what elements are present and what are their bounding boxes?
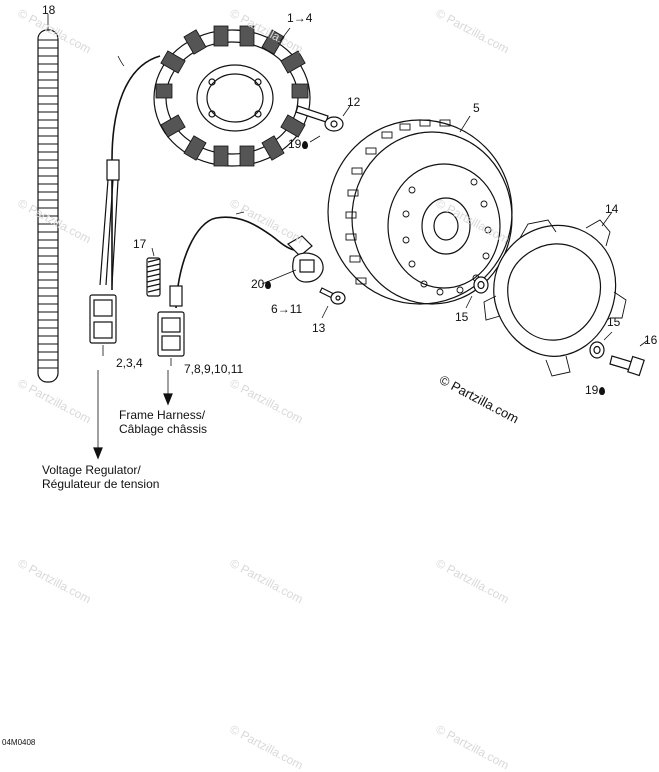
bolt-part-12 [295,105,351,143]
screw-part-13 [319,287,346,319]
callout-13: 13 [312,321,326,335]
callout-7-to-11: 7,8,9,10,11 [184,362,244,376]
ring-part-14 [483,211,627,377]
callout-1-to-4: 1→4 [287,12,312,25]
callout-6-to-11-start: 6 [271,302,278,316]
bolt-part-16 [609,339,649,377]
callout-18: 18 [42,3,56,17]
conduit-part-18 [37,14,59,383]
oil-drop-icon [302,141,309,149]
callout-2-3-4: 2,3,4 [116,356,143,370]
callout-19-b-text: 19 [585,383,599,397]
drawing-code: 04M0408 [2,738,36,747]
callout-19-b: 19 [585,383,606,397]
voltage-regulator-note: Voltage Regulator/ Régulateur de tension [42,463,159,491]
exploded-view-drawing [37,14,649,460]
washer-part-15-a [465,276,489,309]
trigger-coil-harness [157,211,324,406]
flywheel-part-5 [327,115,513,305]
arrow-glyph: → [277,302,290,316]
oil-drop-icon [599,387,606,395]
frame-harness-note: Frame Harness/ Câblage châssis [119,408,207,436]
stator-wire [89,55,161,460]
callout-1-to-4-start: 1 [287,11,294,25]
parts-diagram: 18 1→4 12 19 5 14 17 20 6→11 13 15 15 16… [2,3,658,772]
frame-harness-en: Frame Harness/ [119,408,206,422]
arrow-glyph: → [293,11,306,25]
callout-19-a-text: 19 [288,137,302,151]
washer-part-15-b [589,331,613,359]
oil-drop-icon [265,281,272,289]
callout-14: 14 [605,202,619,216]
voltage-regulator-fr: Régulateur de tension [42,477,160,491]
callout-15-a: 15 [455,310,469,324]
callout-17: 17 [133,237,147,251]
callout-20: 20 [251,277,272,291]
callout-15-b: 15 [607,315,621,329]
callout-12: 12 [347,95,361,109]
callout-1-to-4-end: 4 [305,11,313,25]
voltage-regulator-en: Voltage Regulator/ [42,463,141,477]
callout-5: 5 [473,101,480,115]
callout-16: 16 [644,333,658,347]
frame-harness-fr: Câblage châssis [119,422,208,436]
callout-20-text: 20 [251,277,265,291]
spring-part-17 [146,247,161,297]
stator-part-1-4 [153,25,311,167]
callout-19-a: 19 [288,137,309,151]
callout-6-to-11-end: 11 [289,302,303,316]
callout-6-to-11: 6→11 [271,303,302,316]
